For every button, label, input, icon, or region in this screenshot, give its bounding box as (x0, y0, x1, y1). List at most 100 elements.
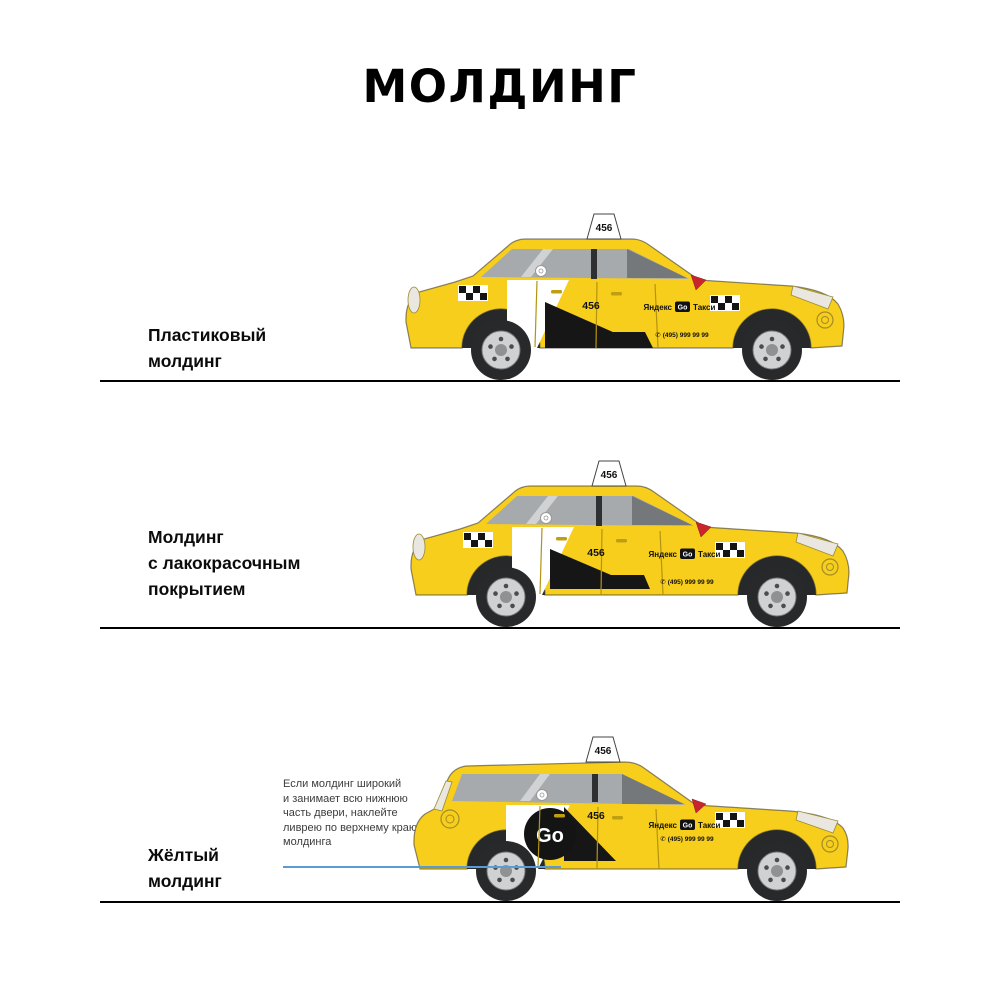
go-badge-label: Go (683, 552, 693, 559)
label-painted-molding: Молдинг с лакокрасочным покрытием (148, 524, 300, 602)
molding-annotation: Если молдинг широкий и занимает всю нижн… (283, 777, 443, 850)
molding-pointer-line (283, 866, 561, 868)
window-dark-edge (622, 774, 684, 804)
brand-logo: Яндекс Go Такси (649, 548, 720, 559)
checker-strip-rear (459, 286, 487, 300)
molding-black-band (588, 575, 650, 589)
phone-icon: ✆ (660, 836, 666, 843)
brand-logo: Яндекс Go Такси (649, 819, 720, 830)
phone-number: ✆(495) 999 99 99 (660, 836, 714, 843)
door-sticker (536, 789, 548, 801)
taillight (412, 533, 426, 561)
taxi-sedan-illustration: 456 456 Яндекс Go Такси ✆(495) 999 99 99 (410, 460, 850, 627)
door-seams (534, 280, 659, 349)
annotation-line: ливрею по верхнему краю (283, 821, 418, 834)
label-yellow-molding: Жёлтый молдинг (148, 842, 222, 894)
door-number: 456 (582, 300, 600, 312)
go-badge (675, 301, 690, 312)
window-streak (521, 249, 553, 277)
door-sticker-inner (538, 268, 544, 274)
taxi-sedan-painted-molding: 456 456 Яндекс Go Такси ✆(495) 999 99 99 (400, 445, 870, 635)
door-sticker-inner (539, 792, 545, 798)
brand-suffix: Такси (698, 550, 720, 559)
brand-prefix: Яндекс (649, 821, 678, 830)
go-circle-label: Go (536, 825, 564, 847)
taillight (433, 780, 460, 829)
door-number: 456 (587, 810, 605, 822)
taillight (407, 286, 421, 314)
annotation-line: и занимает всю нижнюю (283, 792, 408, 805)
front-wheel (742, 320, 802, 380)
window-dark-edge (632, 496, 692, 525)
window-streak (520, 774, 550, 801)
door-seams (537, 805, 660, 870)
roof-sign: 456 (585, 736, 621, 763)
roof-sign-number: 456 (601, 470, 618, 481)
label-line: молдинг (148, 351, 222, 371)
ground-line-3 (100, 901, 900, 903)
roof-sign: 456 (591, 460, 627, 487)
front-wheel (747, 567, 807, 627)
door-sticker (535, 265, 547, 277)
rear-wheel (476, 567, 536, 627)
label-line: с лакокрасочным (148, 553, 301, 573)
go-badge (680, 548, 695, 559)
checker-strip-front (716, 813, 744, 827)
label-line: Молдинг (148, 527, 224, 547)
door-handles (551, 290, 622, 296)
taxi-sedan-illustration: 456 456 Яндекс Go Такси ✆(495) 999 99 99 (405, 213, 845, 380)
go-badge (680, 819, 695, 830)
headlight (795, 532, 839, 576)
window-streak (526, 496, 558, 524)
roof-sign-number: 456 (596, 223, 613, 234)
b-pillar (592, 774, 598, 802)
window-dark-edge (627, 249, 687, 278)
headlight (795, 810, 839, 853)
label-line: Пластиковый (148, 325, 267, 345)
label-plastic-molding: Пластиковый молдинг (148, 322, 266, 374)
brand-logo: Яндекс Go Такси (644, 301, 715, 312)
taxi-sedan-plastic-molding: 456 456 Яндекс Go Такси ✆(495) 999 99 99 (395, 198, 865, 388)
door-seams (539, 527, 664, 596)
molding-black-band (585, 332, 653, 348)
page-title: МОЛДИНГ (362, 60, 638, 113)
roof-sign: 456 (586, 213, 622, 240)
go-circle-logo (524, 808, 576, 860)
brand-prefix: Яндекс (644, 303, 673, 312)
door-number: 456 (587, 547, 605, 559)
label-line: покрытием (148, 579, 246, 599)
door-sticker-inner (543, 515, 549, 521)
annotation-line: часть двери, наклейте (283, 807, 398, 819)
door-handles (554, 814, 623, 820)
ground-line-2 (100, 627, 900, 629)
rear-wheel (476, 841, 536, 901)
b-pillar (591, 249, 597, 279)
brand-suffix: Такси (698, 821, 720, 830)
side-mirror-icon (690, 274, 707, 291)
taxi-hatchback-illustration: Go 456 456 Яндекс Go (413, 736, 849, 901)
ground-line-1 (100, 380, 900, 382)
checker-strip-front (711, 296, 739, 310)
label-line: Жёлтый (148, 845, 219, 865)
checker-strip-front (716, 543, 744, 557)
phone-icon: ✆ (660, 579, 666, 586)
label-line: молдинг (148, 871, 222, 891)
rear-wheel (471, 320, 531, 380)
front-wheel (747, 841, 807, 901)
door-sticker (540, 512, 552, 524)
door-handles (556, 537, 627, 543)
go-badge-label: Go (683, 823, 693, 830)
phone-number: ✆(495) 999 99 99 (660, 579, 714, 586)
b-pillar (596, 496, 602, 526)
brand-suffix: Такси (693, 303, 715, 312)
headlight (790, 285, 834, 329)
go-badge-label: Go (678, 305, 688, 312)
molding-black-triangle (564, 807, 616, 861)
taxi-hatchback-yellow-molding: Go 456 456 Яндекс Go (400, 719, 870, 909)
roof-sign-number: 456 (595, 746, 612, 757)
annotation-line: Если молдинг широкий (283, 778, 402, 790)
brand-prefix: Яндекс (649, 550, 678, 559)
checker-strip-rear (464, 533, 492, 547)
side-mirror-icon (691, 798, 707, 814)
